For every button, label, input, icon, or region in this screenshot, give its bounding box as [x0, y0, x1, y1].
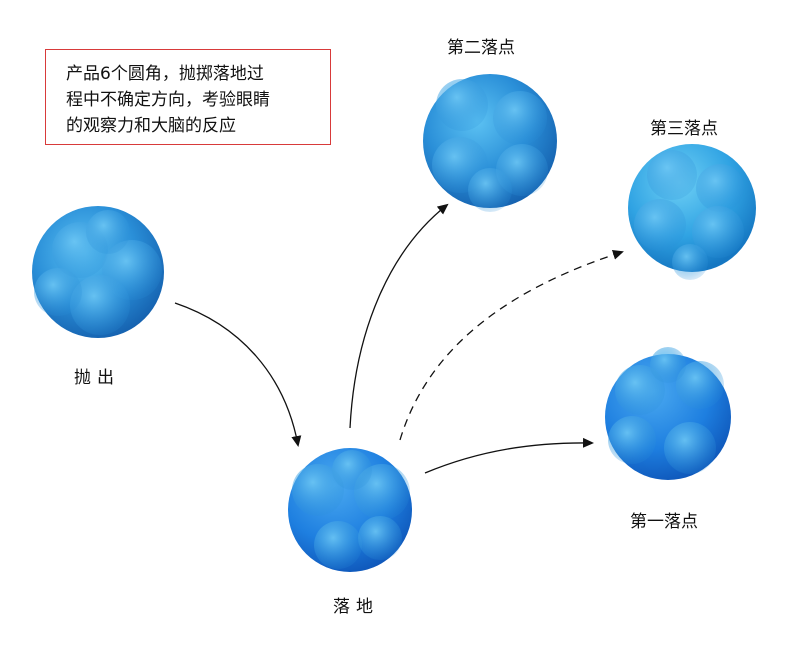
ball-third-landing — [628, 144, 756, 280]
arrow-land-to-third — [399, 250, 624, 441]
arrow-land-to-second — [349, 203, 449, 429]
ball-thrown — [32, 206, 164, 338]
arrow-land-to-first — [424, 437, 594, 474]
label-land: 落地 — [333, 597, 379, 617]
arrow-throw-to-land — [174, 302, 302, 447]
ball-second-landing — [423, 74, 557, 212]
note-line-1: 产品6个圆角，抛掷落地过 — [66, 64, 264, 84]
ball-landing — [288, 448, 412, 572]
note-line-3: 的观察力和大脑的反应 — [66, 116, 236, 136]
label-throw: 抛出 — [74, 368, 120, 388]
ball-first-landing — [605, 347, 731, 480]
description-note: 产品6个圆角，抛掷落地过 程中不确定方向，考验眼睛 的观察力和大脑的反应 — [45, 49, 331, 145]
label-second-landing: 第二落点 — [447, 38, 515, 58]
label-third-landing: 第三落点 — [650, 119, 718, 139]
note-line-2: 程中不确定方向，考验眼睛 — [66, 90, 270, 110]
label-first-landing: 第一落点 — [630, 512, 698, 532]
